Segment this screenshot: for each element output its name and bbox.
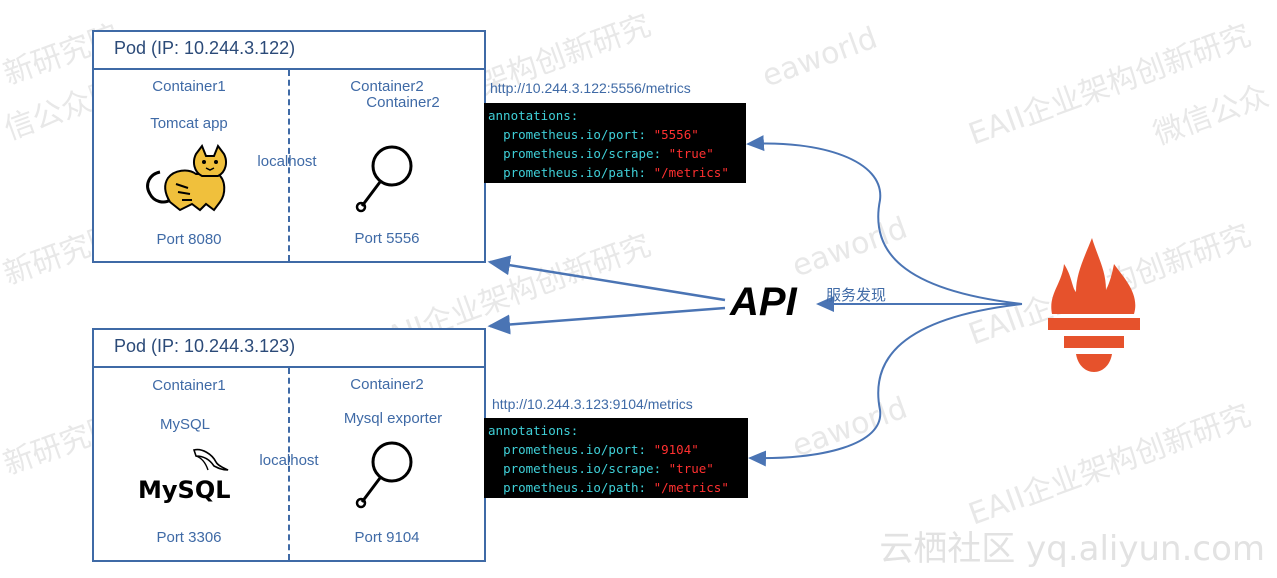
code-key: prometheus.io/port: [503, 127, 647, 142]
code-key: prometheus.io/port: [503, 442, 647, 457]
mysql-logo-text: MySQL [138, 476, 231, 504]
app-label: MySQL [159, 416, 210, 433]
pod-title: Pod (IP: 10.244.3.122) [94, 32, 484, 70]
port-label: Port 9104 [354, 529, 420, 546]
code-value: "true" [668, 146, 714, 161]
container-label: Container1 [152, 377, 226, 394]
code-value: "5556" [653, 127, 699, 142]
container-divider [288, 368, 290, 560]
container-label: Container2 [350, 78, 424, 95]
code-key: prometheus.io/scrape: [503, 461, 662, 476]
prometheus-logo [1048, 238, 1140, 372]
magnifier-icon [355, 145, 413, 213]
scrape-curve-1 [746, 135, 1023, 305]
pod-1: Pod (IP: 10.244.3.122) Container1 Tomcat… [92, 30, 486, 263]
code-value: "true" [668, 461, 714, 476]
pod-title: Pod (IP: 10.244.3.123) [94, 330, 484, 368]
code-value: "/metrics" [653, 165, 729, 180]
magnifier-icon [355, 441, 413, 509]
localhost-label: localhost [259, 452, 319, 469]
container-divider [288, 70, 290, 261]
footer-watermark: 云栖社区 yq.aliyun.com [879, 529, 1265, 569]
tomcat-logo [146, 144, 227, 212]
pod-2: Pod (IP: 10.244.3.123) Container1 MySQL … [92, 328, 486, 562]
code-key: prometheus.io/scrape: [503, 146, 662, 161]
code-key: prometheus.io/path: [503, 480, 647, 495]
api-to-pod2-arrow [487, 306, 726, 335]
app-label: Mysql exporter [343, 410, 443, 427]
scrape-curve-2 [748, 303, 1023, 467]
annotations-code-block: annotations: prometheus.io/port: "9104" … [484, 418, 748, 498]
localhost-label: localhost [257, 153, 317, 170]
container-label: Container1 [152, 78, 226, 95]
port-label: Port 8080 [156, 231, 222, 248]
api-to-pod1-arrow [487, 255, 726, 302]
code-line: annotations: [488, 108, 579, 123]
api-label: API [730, 280, 797, 324]
annotations-code-block: annotations: prometheus.io/port: "5556" … [484, 103, 746, 183]
metrics-url: http://10.244.3.122:5556/metrics [490, 80, 691, 96]
code-value: "9104" [653, 442, 699, 457]
code-value: "/metrics" [653, 480, 729, 495]
container-label-dup: Container2 [366, 94, 440, 111]
container-label: Container2 [350, 376, 424, 393]
port-label: Port 3306 [156, 529, 222, 546]
code-key: prometheus.io/path: [503, 165, 647, 180]
metrics-url: http://10.244.3.123:9104/metrics [492, 396, 693, 412]
port-label: Port 5556 [354, 230, 420, 247]
app-label: Tomcat app [150, 115, 228, 132]
code-line: annotations: [488, 423, 579, 438]
mysql-logo: MySQL [138, 448, 231, 504]
service-discovery-label: 服务发现 [826, 286, 887, 304]
